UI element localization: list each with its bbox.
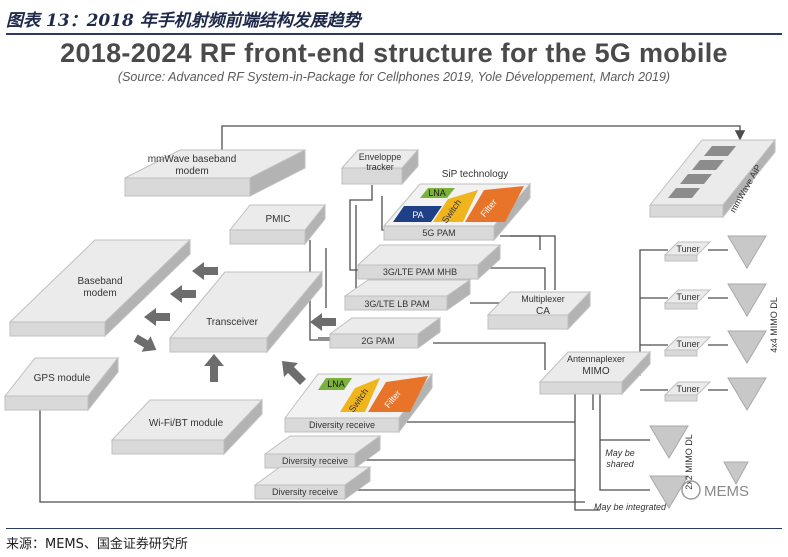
div-lna-label: LNA bbox=[327, 379, 345, 389]
tuner-label-3: Tuner bbox=[676, 339, 699, 349]
source-note: 来源：MEMS、国金证券研究所 bbox=[6, 537, 188, 552]
wifi-label: Wi-Fi/BT module bbox=[149, 418, 224, 429]
diversity-receive-2: Diversity receive bbox=[263, 435, 382, 469]
may-be-shared-label-1: May be bbox=[605, 448, 635, 458]
pam-lb-label: 3G/LTE LB PAM bbox=[364, 299, 429, 309]
pa-label: PA bbox=[412, 210, 423, 220]
antennas-2x2 bbox=[649, 425, 689, 509]
watermark-label: MEMS bbox=[704, 483, 749, 500]
div-receive-label-3: Diversity receive bbox=[272, 487, 338, 497]
transceiver: Transceiver bbox=[168, 270, 324, 354]
tuner-3: Tuner bbox=[663, 336, 712, 357]
tuner-4: Tuner bbox=[663, 381, 712, 402]
div-receive-label-2: Diversity receive bbox=[282, 456, 348, 466]
sip-module: SiP technology LNA PA Switch Filter 5G P… bbox=[382, 169, 532, 242]
envelope-label-2: tracker bbox=[366, 162, 394, 172]
antenna-icon bbox=[727, 283, 767, 317]
pmic: PMIC bbox=[228, 203, 327, 246]
antenna-icon bbox=[649, 475, 689, 509]
antenna-icon bbox=[727, 377, 767, 411]
mmwave-aip: mmWave AiP bbox=[648, 138, 777, 219]
figure-label: 图表 13：2018 年手机射频前端结构发展趋势 bbox=[6, 11, 361, 31]
antplex-label-1: Antennaplexer bbox=[567, 354, 625, 364]
may-be-integrated-label: May be integrated bbox=[594, 502, 667, 512]
tuner-1: Tuner bbox=[663, 241, 712, 262]
mmwave-baseband-modem: mmWave baseband modem bbox=[124, 149, 306, 197]
antenna-icon bbox=[727, 235, 767, 269]
div-receive-label-1: Diversity receive bbox=[309, 420, 375, 430]
title-rule bbox=[6, 33, 782, 35]
multiplexer-ca: Multiplexer CA bbox=[486, 290, 592, 331]
tuner-2: Tuner bbox=[663, 289, 712, 310]
diagram-subtitle: (Source: Advanced RF System-in-Package f… bbox=[117, 70, 671, 84]
antennaplexer-mimo: Antennaplexer MIMO bbox=[538, 350, 652, 396]
pam-mhb-label: 3G/LTE PAM MHB bbox=[383, 267, 457, 277]
wechat-watermark: MEMS bbox=[681, 480, 749, 500]
envelope-tracker: Enveloppe tracker bbox=[340, 148, 420, 186]
flow-arrows bbox=[133, 262, 336, 385]
envelope-label-1: Enveloppe bbox=[359, 152, 402, 162]
mmwave-modem-label-1: mmWave baseband bbox=[148, 154, 237, 165]
pam-mhb: 3G/LTE PAM MHB bbox=[356, 243, 502, 281]
diversity-receive-3: Diversity receive bbox=[253, 466, 372, 500]
mimo2-label: 2x2 MIMO DL bbox=[684, 434, 694, 490]
mimo4-label: 4x4 MIMO DL bbox=[769, 297, 779, 353]
tuner-label-4: Tuner bbox=[676, 384, 699, 394]
gps-label: GPS module bbox=[34, 373, 91, 384]
wifi-bt-module: Wi-Fi/BT module bbox=[110, 398, 264, 456]
tuner-label-1: Tuner bbox=[676, 244, 699, 254]
pam-lb: 3G/LTE LB PAM bbox=[343, 279, 472, 311]
baseband-label-2: modem bbox=[83, 288, 116, 299]
antenna-small bbox=[723, 461, 749, 486]
mmwave-modem-label-2: modem bbox=[175, 166, 208, 177]
antennas-4x4 bbox=[727, 235, 767, 411]
pam-5g-label: 5G PAM bbox=[422, 228, 455, 238]
pam-2g: 2G PAM bbox=[328, 317, 442, 349]
baseband-modem: Baseband modem bbox=[8, 238, 192, 338]
pam-2g-label: 2G PAM bbox=[361, 336, 394, 346]
diversity-receive-sip: LNA Switch Filter Diversity receive bbox=[284, 372, 433, 434]
antenna-icon bbox=[727, 330, 767, 364]
tuner-label-2: Tuner bbox=[676, 292, 699, 302]
sip-label: SiP technology bbox=[442, 169, 509, 180]
diagram-title: 2018-2024 RF front-end structure for the… bbox=[60, 38, 728, 68]
mux-label-1: Multiplexer bbox=[521, 294, 565, 304]
transceiver-label: Transceiver bbox=[206, 317, 259, 328]
may-be-shared-label-2: shared bbox=[606, 459, 635, 469]
antenna-icon bbox=[649, 425, 689, 459]
gps-module: GPS module bbox=[3, 356, 120, 412]
lna-label: LNA bbox=[428, 188, 446, 198]
antplex-label-2: MIMO bbox=[582, 366, 609, 377]
bottom-rule bbox=[6, 528, 782, 529]
baseband-label-1: Baseband bbox=[77, 276, 122, 287]
pmic-label: PMIC bbox=[266, 214, 291, 225]
mux-label-2: CA bbox=[536, 306, 550, 317]
